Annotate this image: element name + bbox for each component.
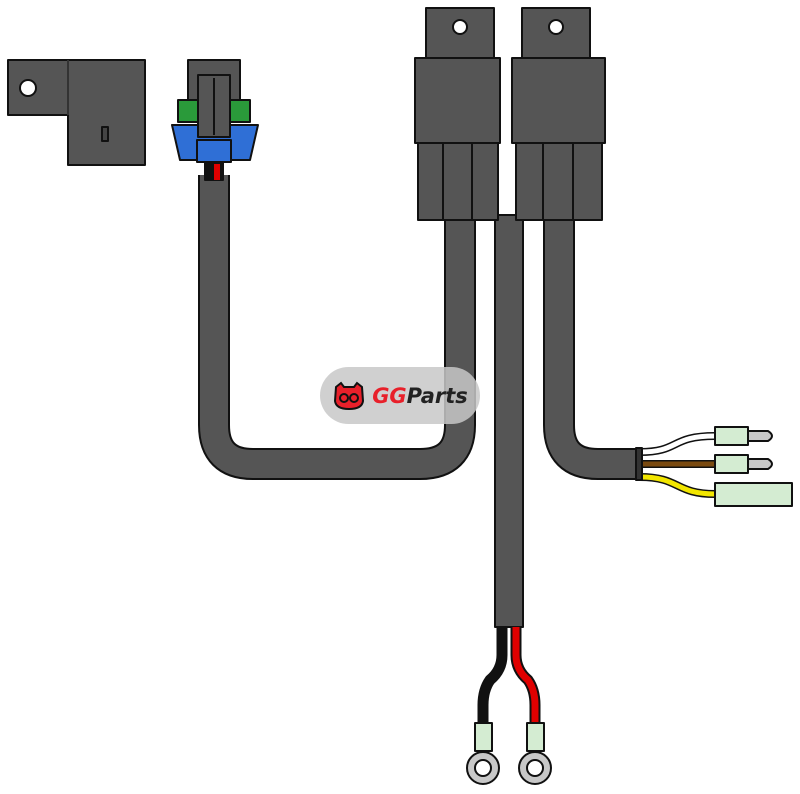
relay-right [511,7,606,221]
cable-middle [494,214,524,628]
terminal-brown [714,454,773,474]
relay-left [414,7,501,221]
mounting-bracket [7,59,146,166]
weatherproof-connector [171,59,259,181]
ggparts-logo: GGParts [320,367,480,424]
terminal-white [714,426,773,446]
terminal-yellow-female [714,482,793,507]
pig-mascot-icon [334,381,365,410]
logo-gg: GG [372,383,407,408]
wire-black [477,627,508,725]
logo-parts: Parts [406,383,468,408]
ring-terminal-black [466,722,500,785]
logo-wordmark: GGParts [372,384,468,408]
ring-terminal-red [518,722,552,785]
